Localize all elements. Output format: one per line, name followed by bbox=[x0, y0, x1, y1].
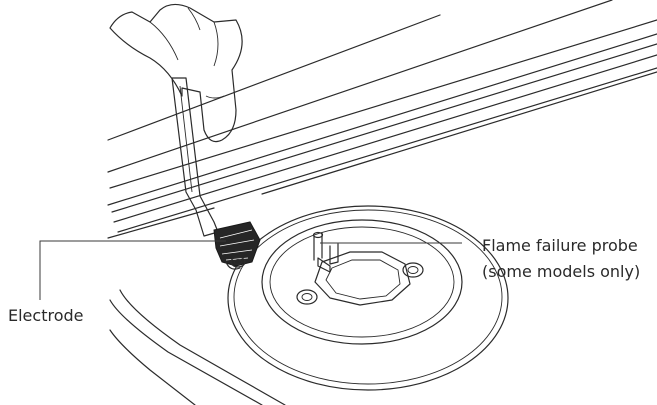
screw-boss-left bbox=[296, 289, 318, 305]
flame-failure-probe bbox=[312, 231, 339, 273]
burner-cap-inner bbox=[269, 226, 455, 338]
probe-label-line2: (some models only) bbox=[482, 262, 640, 281]
burner-cap-outer bbox=[261, 219, 463, 345]
burner-centre-octagon bbox=[314, 251, 411, 306]
toothbrush bbox=[171, 77, 261, 270]
electrode bbox=[230, 256, 246, 268]
screw-boss-right bbox=[402, 262, 424, 278]
electrode-label: Electrode bbox=[8, 306, 83, 325]
electrode-leader-line bbox=[39, 240, 226, 300]
outer-ring bbox=[227, 205, 509, 391]
probe-label-line1: Flame failure probe bbox=[482, 236, 638, 255]
hand-illustration bbox=[109, 3, 243, 143]
outer-ring-inner-edge bbox=[233, 209, 503, 385]
hob-surface bbox=[107, 0, 657, 405]
burner-assembly bbox=[227, 205, 509, 391]
